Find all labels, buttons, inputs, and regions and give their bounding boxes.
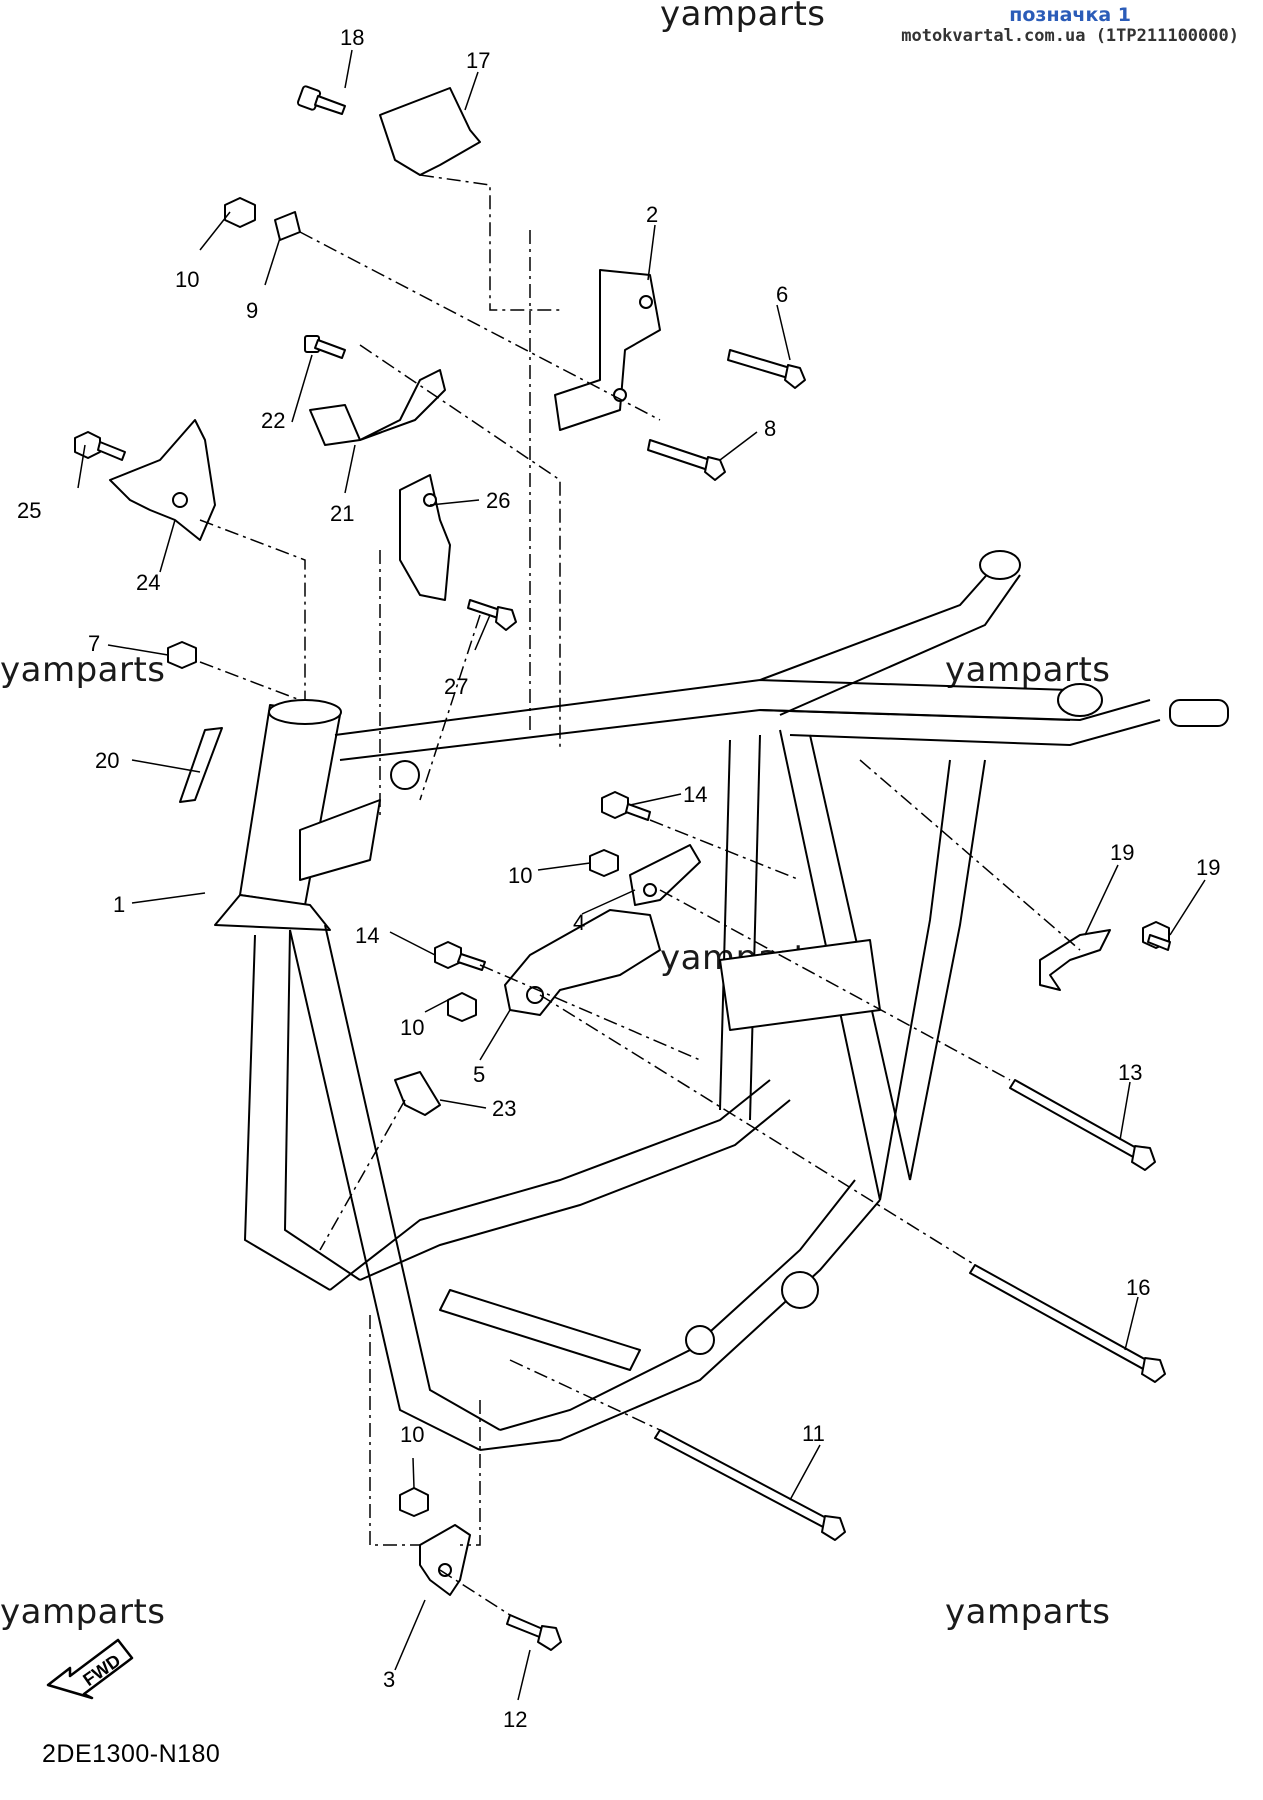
callout-5: 5	[473, 1062, 485, 1087]
callout-11: 11	[802, 1421, 825, 1446]
part-18-clamp	[1039, 929, 1111, 991]
callout-9: 9	[246, 298, 258, 323]
part-10-nut-top	[224, 197, 256, 228]
part-10-nut-mid	[589, 849, 619, 877]
watermark-top: yamparts	[660, 0, 826, 34]
part-2-bracket	[554, 269, 661, 431]
part-16-bracket	[379, 87, 481, 176]
callout-18: 19	[1110, 840, 1134, 865]
callout-7: 7	[88, 631, 100, 656]
diagram-code: 2DE1300-N180	[42, 1740, 221, 1768]
part-19-bolt	[1142, 921, 1171, 951]
part-7-cap	[167, 641, 197, 669]
header-site: motokvartal.com.ua (1TP211100000)	[901, 26, 1239, 46]
part-10-nut-lower	[447, 992, 477, 1022]
callout-2: 2	[646, 202, 658, 227]
part-26-bracket	[399, 474, 451, 601]
callout-1: 1	[113, 892, 125, 917]
part-24-bracket	[109, 419, 216, 541]
part-4-plate	[629, 844, 701, 906]
callout-14-a: 14	[683, 782, 707, 807]
part-3-bracket	[419, 1524, 471, 1596]
part-27-bolt	[467, 599, 517, 631]
watermark-left-mid: yamparts	[0, 650, 166, 690]
callout-22: 22	[261, 408, 285, 433]
part-10-nut-bottom	[399, 1487, 429, 1517]
watermark-left-bottom: yamparts	[0, 1592, 166, 1632]
part-13-bolt	[1009, 1079, 1156, 1171]
frame-body	[214, 550, 1229, 1451]
part-11-bolt	[654, 1429, 846, 1541]
part-15-bolt	[969, 1264, 1166, 1383]
leader-lines	[77, 49, 1206, 1701]
callout-6: 6	[776, 282, 788, 307]
callout-24: 24	[136, 570, 160, 595]
callout-23: 23	[492, 1096, 516, 1121]
callout-10-a: 10	[175, 267, 199, 292]
callout-27: 27	[444, 674, 468, 699]
callout-10-c: 10	[400, 1015, 424, 1040]
callout-10-b: 10	[508, 863, 532, 888]
header-label: позначка 1	[1009, 4, 1131, 26]
watermark-right-bottom: yamparts	[945, 1592, 1111, 1632]
callout-16: 17	[466, 48, 490, 73]
callout-25: 25	[17, 498, 41, 523]
part-14-bolt-lower	[434, 941, 486, 971]
callout-15: 16	[1126, 1275, 1150, 1300]
callout-20: 20	[95, 748, 119, 773]
part-23-cover	[394, 1071, 441, 1116]
callout-21: 21	[330, 501, 354, 526]
part-17-bolt	[296, 85, 346, 115]
callout-13: 13	[1118, 1060, 1142, 1085]
callout-4: 4	[573, 910, 585, 935]
callout-17: 18	[340, 25, 364, 50]
callout-numbers: 18 17 10 9 2 6 8 22 21 25 24 26 27 7 20 …	[17, 25, 1220, 1732]
part-6-bolt	[727, 349, 806, 389]
fwd-arrow-icon: FWD	[46, 1638, 134, 1700]
callout-19-label: 19	[1196, 855, 1220, 880]
callout-3: 3	[383, 1667, 395, 1692]
part-14-bolt-upper	[601, 791, 651, 821]
callout-8: 8	[764, 416, 776, 441]
callout-10-d: 10	[400, 1422, 424, 1447]
alignment-lines	[199, 174, 1081, 1616]
part-20-rod	[179, 727, 223, 803]
callout-26: 26	[486, 488, 510, 513]
part-12-bolt	[506, 1614, 562, 1651]
part-21-clamp	[309, 369, 446, 446]
part-25-bolt	[74, 431, 126, 461]
part-8-bolt	[647, 439, 726, 481]
part-22-bolt	[304, 335, 346, 359]
callout-12: 12	[503, 1707, 527, 1732]
part-9-collar	[274, 211, 301, 241]
callout-14-b: 14	[355, 923, 379, 948]
